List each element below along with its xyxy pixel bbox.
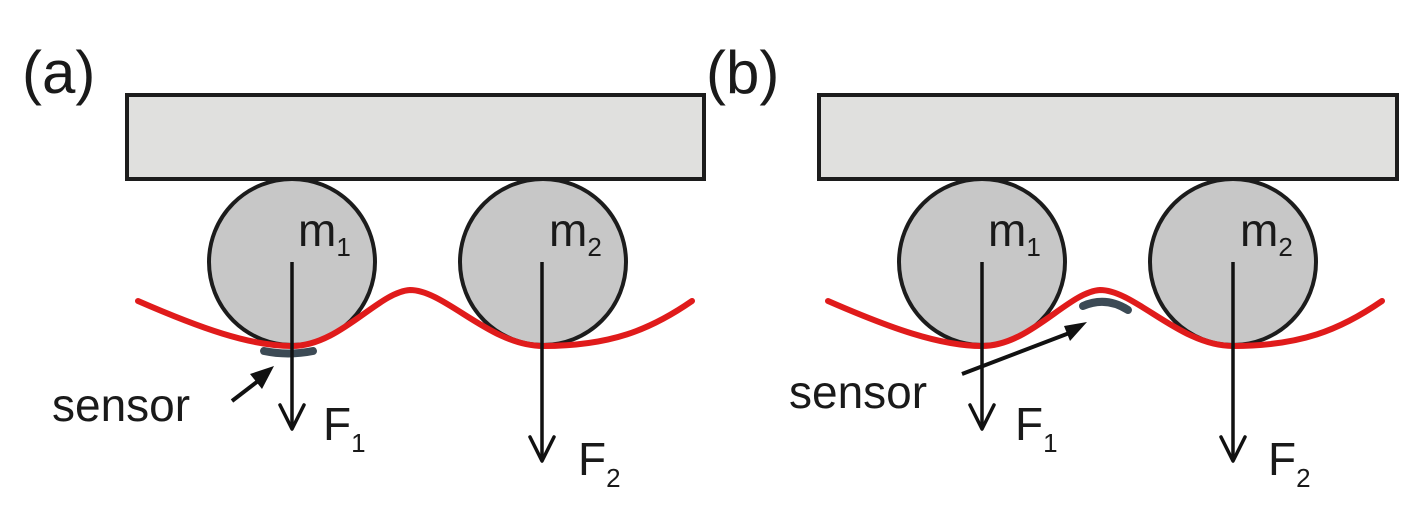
panel-b-letter: (b) (706, 39, 779, 106)
panel-b-mass-2-label: m2 (1240, 204, 1293, 262)
panel-a-mass-2-label: m2 (549, 204, 602, 262)
panel-a-sensor (260, 347, 317, 358)
panel-a-mass-1-label: m1 (298, 204, 351, 262)
panel-a-force-2-arrowhead (528, 435, 556, 463)
panel-b-sensor-pointer (961, 330, 1073, 376)
panel-a-force-1-label: F1 (323, 398, 366, 458)
panel-b-force-1-label: F1 (1015, 398, 1058, 458)
panel-a-letter: (a) (22, 39, 95, 106)
panel-b-force-2-label: F2 (1268, 433, 1311, 493)
panel-a: (a) m1 m2 F1 F2 sensor (22, 39, 706, 493)
panel-b-sensor (1079, 297, 1132, 314)
panel-b-top-plate (817, 93, 1399, 181)
panel-a-force-2-label: F2 (578, 433, 621, 493)
panel-a-force-1-arrowhead (278, 403, 306, 431)
panel-a-sensor-pointer-head (250, 366, 274, 389)
panel-b-mass-1-label: m1 (988, 204, 1041, 262)
panel-b-membrane (825, 287, 1385, 349)
panel-b-sensor-pointer-head (1064, 322, 1087, 341)
panel-a-membrane (135, 287, 695, 349)
panel-a-top-plate (125, 93, 706, 181)
panel-b-force-1-arrowhead (968, 403, 996, 431)
panel-b: (b) m1 m2 F1 F2 sensor (706, 39, 1399, 493)
panel-a-sensor-label: sensor (52, 379, 190, 431)
panel-b-force-2-arrowhead (1219, 435, 1247, 463)
panel-b-sensor-label: sensor (789, 366, 927, 418)
